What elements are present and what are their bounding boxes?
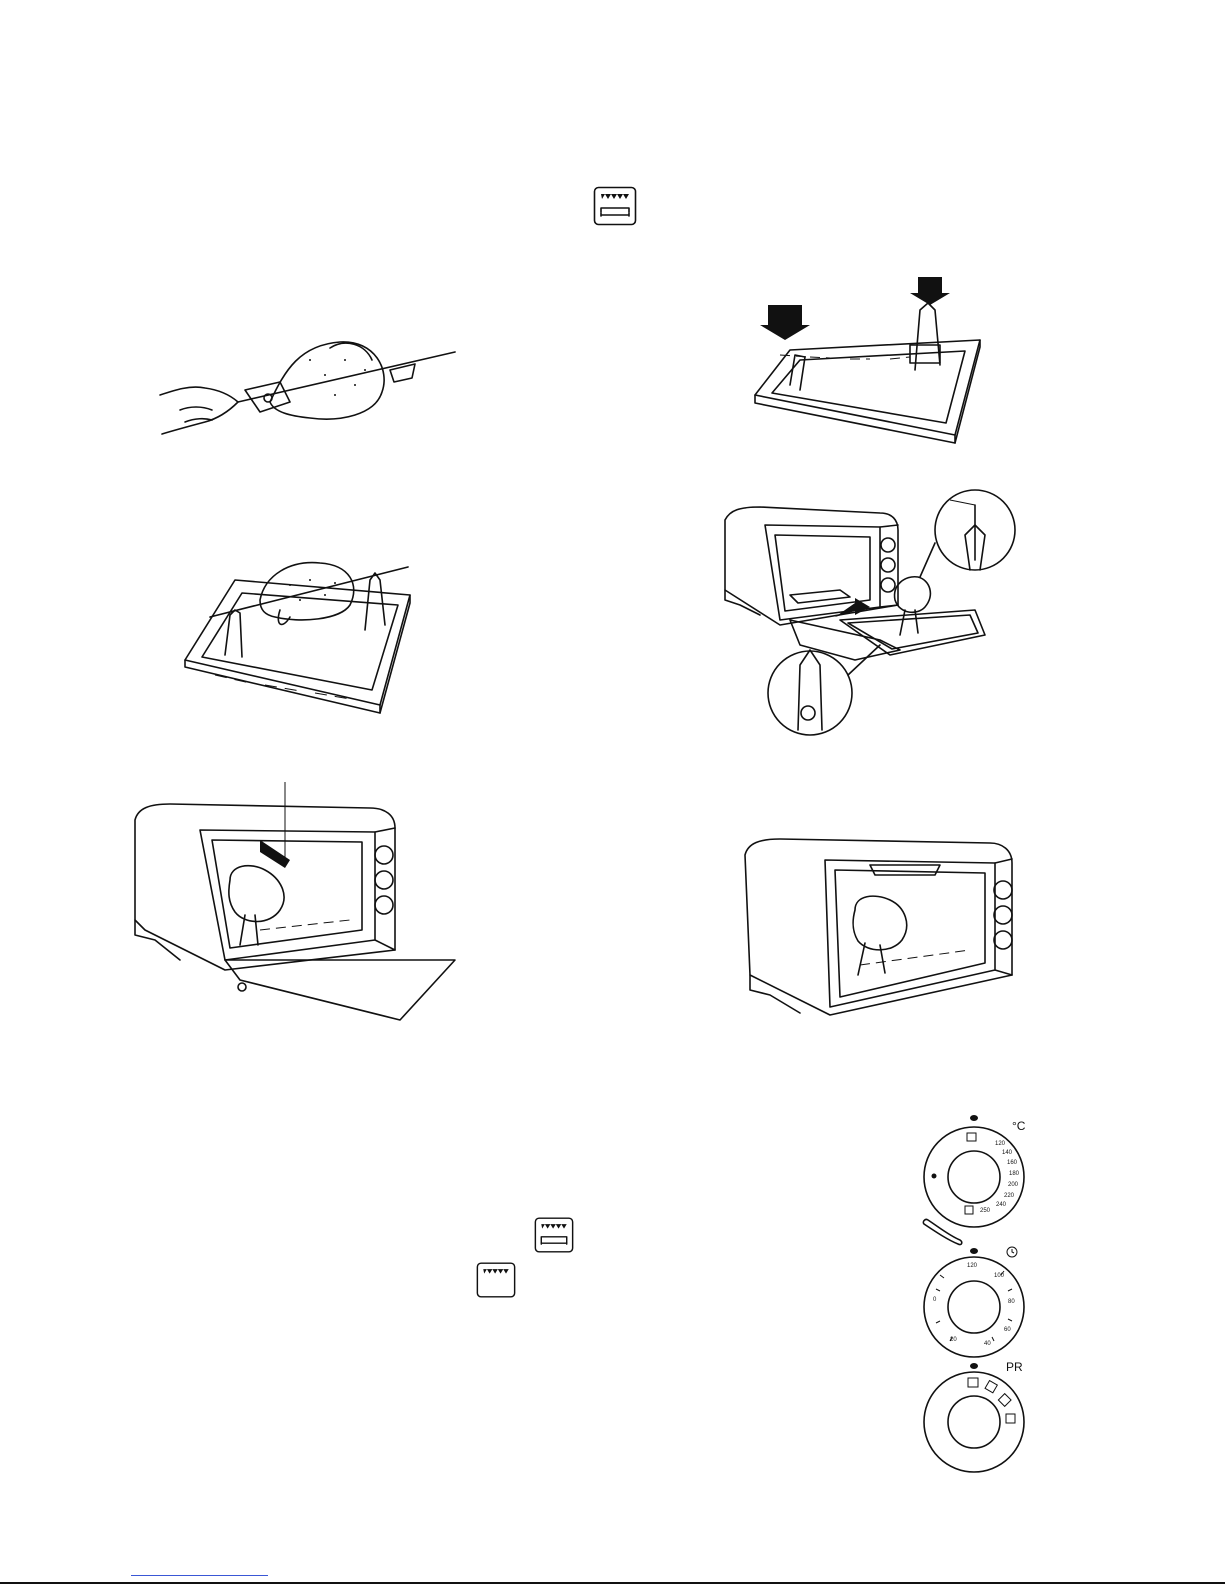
skewer-chicken-illustration: [150, 330, 470, 450]
svg-text:200: 200: [1008, 1182, 1019, 1188]
tray-supports-illustration: [750, 275, 990, 455]
svg-text:240: 240: [996, 1202, 1007, 1208]
svg-text:120: 120: [995, 1141, 1006, 1147]
svg-text:60: 60: [1004, 1327, 1011, 1333]
svg-text:250: 250: [980, 1208, 991, 1214]
chicken-on-tray-illustration: [180, 555, 420, 720]
push-arrow-icon: [260, 840, 290, 868]
svg-text:0: 0: [933, 1297, 937, 1303]
down-arrow-icon-right: [910, 277, 950, 305]
svg-text:°C: °C: [1012, 1119, 1026, 1133]
svg-text:140: 140: [1002, 1150, 1013, 1156]
svg-text:160: 160: [1007, 1160, 1018, 1166]
footer-link-underline: [131, 1575, 268, 1576]
svg-text:PR: PR: [1006, 1360, 1023, 1374]
grill-rotisserie-mode-icon-lower: [534, 1215, 574, 1255]
oven-open-door-illustration: [130, 800, 460, 1025]
svg-text:40: 40: [984, 1341, 991, 1347]
program-dial: PR: [920, 1360, 1030, 1480]
timer-dial: 120 100 80 60 40 20 0: [920, 1245, 1030, 1370]
svg-text:220: 220: [1004, 1193, 1015, 1199]
oven-closed-door-illustration: [740, 835, 1030, 1025]
svg-text:120: 120: [967, 1263, 978, 1269]
svg-text:100: 100: [994, 1273, 1005, 1279]
grill-rotisserie-mode-icon: [593, 186, 637, 226]
insert-tray-oven-illustration: [720, 495, 1030, 740]
page-bottom-rule: [0, 1582, 1225, 1584]
svg-text:180: 180: [1009, 1171, 1020, 1177]
down-arrow-icon-left: [760, 305, 810, 340]
temperature-dial: °C 120 140 160 180 200 220 240 250: [920, 1112, 1030, 1247]
grill-mode-icon: [476, 1260, 516, 1300]
svg-text:80: 80: [1008, 1299, 1015, 1305]
